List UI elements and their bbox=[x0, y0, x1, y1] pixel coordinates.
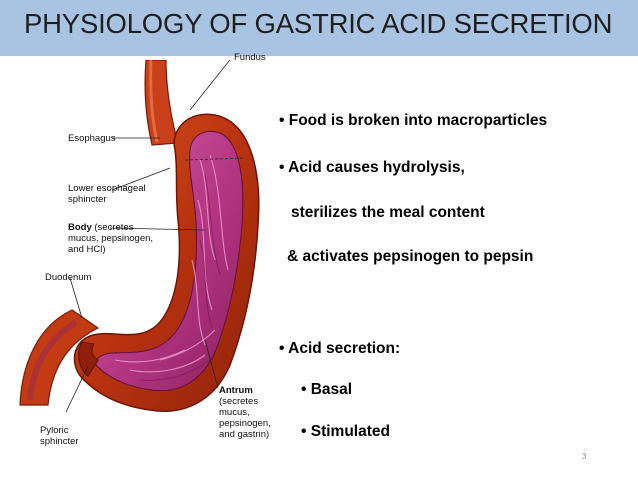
page-number: 3 bbox=[582, 452, 587, 461]
bullet-food-broken: • Food is broken into macroparticles bbox=[279, 112, 548, 129]
bullet-basal: • Basal bbox=[301, 381, 353, 398]
label-body-line3: and HCl) bbox=[68, 244, 106, 255]
pyloric-sphincter-shape bbox=[78, 341, 99, 377]
duodenum-shape bbox=[19, 309, 100, 406]
label-les-line1: Lower esophageal bbox=[68, 183, 146, 194]
slide-title: PHYSIOLOGY OF GASTRIC ACID SECRETION bbox=[24, 8, 613, 39]
label-body-rest: (secretes bbox=[91, 222, 134, 233]
label-les-line2: sphincter bbox=[68, 194, 107, 205]
bullet-acid-secretion: • Acid secretion: bbox=[279, 340, 401, 357]
label-duodenum: Duodenum bbox=[45, 272, 92, 283]
label-body-bold: Body bbox=[68, 222, 92, 233]
title-bar: PHYSIOLOGY OF GASTRIC ACID SECRETION bbox=[0, 0, 638, 56]
bullet-stimulated: • Stimulated bbox=[301, 423, 390, 440]
label-body: Body (secretes bbox=[68, 222, 133, 233]
label-antrum-line5: and gastrin) bbox=[219, 429, 270, 440]
bullet-sterilizes: sterilizes the meal content bbox=[291, 204, 485, 221]
label-antrum-line3: mucus, bbox=[219, 407, 250, 418]
label-pyloric-line1: Pyloric bbox=[40, 425, 69, 436]
label-antrum-line1: Antrum bbox=[219, 385, 253, 396]
label-body-line2: mucus, pepsinogen, bbox=[68, 233, 154, 244]
label-pyloric-line2: sphincter bbox=[40, 436, 79, 447]
label-antrum-bold: Antrum bbox=[219, 385, 253, 396]
label-fundus: Fundus bbox=[234, 52, 266, 63]
label-esophagus: Esophagus bbox=[68, 133, 116, 144]
label-antrum-line4: pepsinogen, bbox=[219, 418, 271, 429]
bullet-activates-pepsinogen: & activates pepsinogen to pepsin bbox=[287, 248, 534, 265]
bullet-acid-hydrolysis: • Acid causes hydrolysis, bbox=[279, 159, 465, 176]
label-antrum-line2: (secretes bbox=[219, 396, 259, 407]
stomach-illustration bbox=[19, 60, 260, 413]
